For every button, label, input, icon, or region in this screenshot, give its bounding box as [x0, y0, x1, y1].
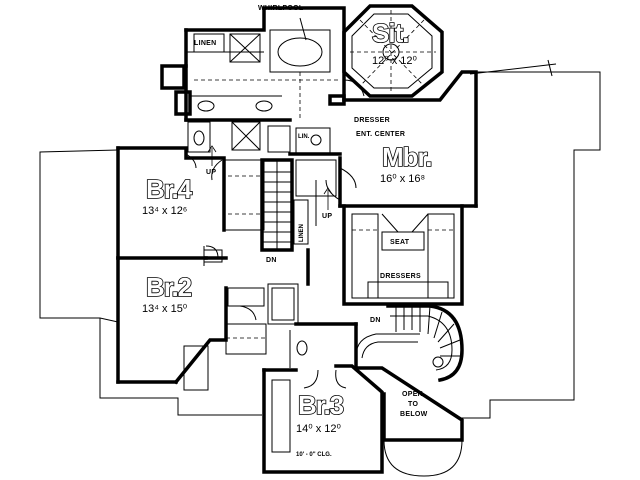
bedroom-3-dimensions: 14⁰ x 12⁰: [296, 423, 341, 435]
roof-outline: [39, 59, 601, 440]
bedroom-3-walls: [262, 364, 384, 474]
open-to-below-line-2: TO: [408, 401, 418, 408]
bedroom-4-dimensions: 13⁴ x 12⁶: [142, 205, 187, 217]
bedroom-4-walls: [116, 146, 265, 260]
master-closets: [342, 204, 464, 306]
dressers-label: DRESSERS: [380, 273, 421, 280]
bedroom-3-ceiling-note: 10' - 0" CLG.: [296, 452, 332, 458]
open-to-below-line-1: OPEN: [402, 391, 423, 398]
bedroom-2-dimensions: 13⁴ x 15⁰: [142, 303, 188, 315]
master-bath: [160, 6, 365, 155]
hall-walls: [185, 152, 358, 370]
up-label-left: UP: [206, 169, 216, 176]
master-bedroom-dimensions: 16⁰ x 16⁸: [380, 173, 425, 185]
sitting-room-dimensions: 12⁰ x 12⁰: [372, 55, 417, 67]
bedroom-3-label: Br.3: [298, 390, 344, 420]
dn-label-stair: DN: [370, 317, 381, 324]
ent-center-label: ENT. CENTER: [356, 131, 405, 138]
linen-closet-label: LIN.: [298, 134, 310, 140]
bedroom-2-label: Br.2: [146, 272, 192, 302]
whirlpool-label: WHIRLPOOL: [258, 5, 304, 12]
linen-stair-label: LINEN: [299, 224, 305, 242]
open-to-below: [354, 366, 464, 477]
dn-label-hall: DN: [266, 257, 277, 264]
linen-label: LINEN: [194, 40, 217, 47]
dresser-label: DRESSER: [354, 117, 390, 124]
bedroom-2-walls: [116, 256, 308, 391]
master-bedroom-walls: [325, 70, 478, 208]
up-arrow-left: [207, 145, 217, 166]
main-stair: [260, 158, 337, 252]
bedroom-4-label: Br.4: [146, 174, 193, 204]
seat-label: SEAT: [390, 239, 410, 246]
up-label-right: UP: [322, 213, 332, 220]
master-bedroom-label: Mbr.: [382, 142, 431, 172]
open-to-below-line-3: BELOW: [400, 411, 428, 418]
up-arrow-right: [323, 187, 333, 210]
sitting-room-label: Sit.: [372, 18, 408, 48]
